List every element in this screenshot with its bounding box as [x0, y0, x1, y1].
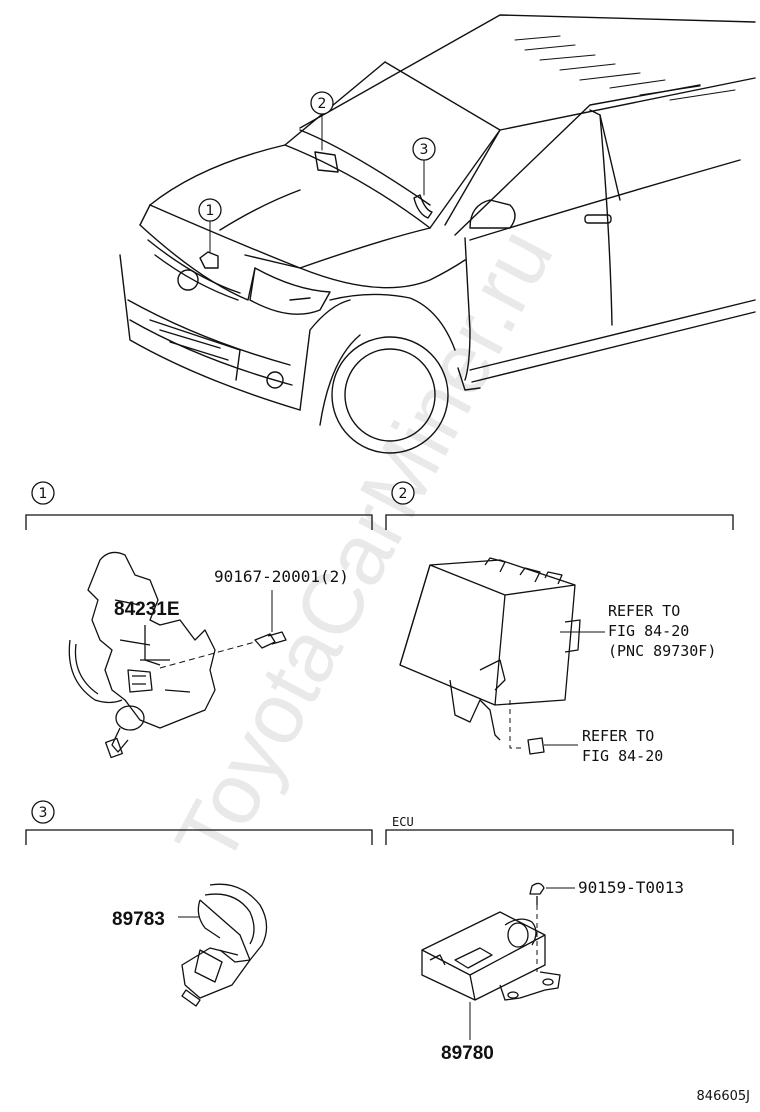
callout-3: 3 — [412, 137, 436, 161]
svg-text:REFER TO: REFER TO — [608, 602, 680, 620]
ecu-module-illustration — [399, 557, 605, 755]
part-90167-20001: 90167-20001(2) — [214, 567, 349, 586]
vehicle-illustration — [119, 14, 756, 454]
svg-text:1: 1 — [206, 203, 215, 219]
refer-note-2: REFER TO FIG 84-20 — [582, 727, 663, 765]
section-brackets — [25, 514, 734, 845]
sensor-assembly-illustration — [68, 551, 287, 759]
svg-text:2: 2 — [399, 486, 408, 502]
watermark: ToyotaCarMiner.ru — [157, 214, 572, 879]
part-89780: 89780 — [441, 1043, 494, 1064]
section-2-number: 2 — [391, 481, 415, 505]
svg-text:FIG 84-20: FIG 84-20 — [582, 747, 663, 765]
callout-1: 1 — [198, 198, 222, 222]
callout-2: 2 — [310, 91, 334, 115]
figure-code: 846605J — [697, 1089, 750, 1104]
ecu-header: ECU — [392, 815, 414, 829]
svg-text:2: 2 — [318, 96, 327, 112]
sensor-89783-illustration — [178, 883, 268, 1007]
refer-note-1: REFER TO FIG 84-20 (PNC 89730F) — [608, 602, 716, 660]
section-3-number: 3 — [31, 800, 55, 824]
part-89783: 89783 — [112, 909, 165, 930]
part-90159-T0013: 90159-T0013 — [578, 878, 684, 897]
section-1-number: 1 — [31, 481, 55, 505]
svg-text:(PNC 89730F): (PNC 89730F) — [608, 642, 716, 660]
svg-text:3: 3 — [39, 805, 48, 821]
svg-text:REFER TO: REFER TO — [582, 727, 654, 745]
svg-text:3: 3 — [420, 142, 429, 158]
svg-text:FIG 84-20: FIG 84-20 — [608, 622, 689, 640]
part-84231E: 84231E — [114, 599, 180, 620]
svg-text:1: 1 — [39, 486, 48, 502]
ecu-89780-illustration — [421, 882, 575, 1040]
